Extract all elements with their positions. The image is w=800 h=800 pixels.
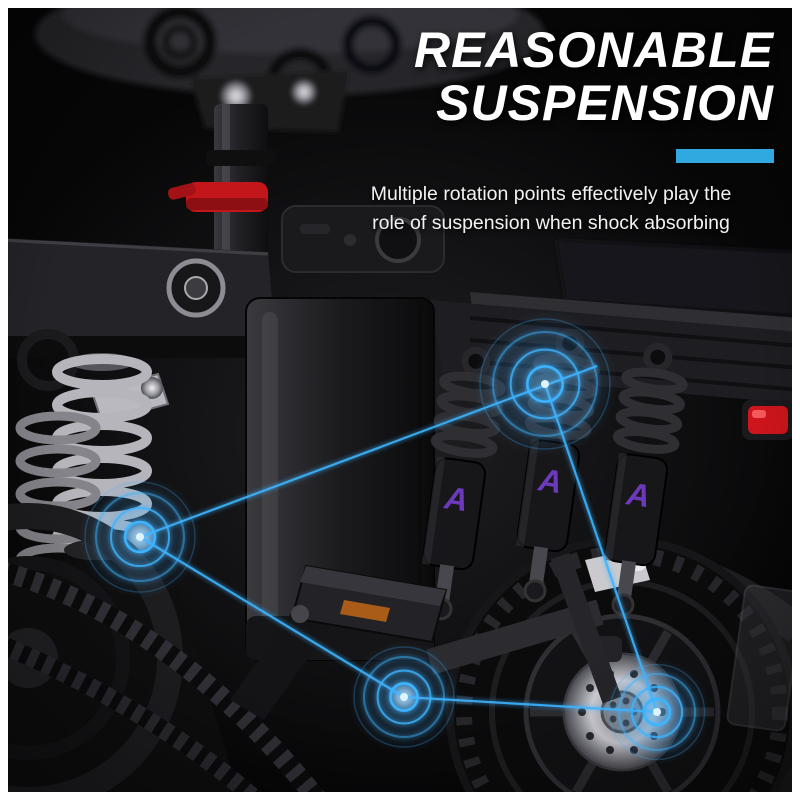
headline-line-2: SUSPENSION	[436, 75, 774, 131]
rotation-point	[78, 475, 202, 599]
subheadline: Multiple rotation points effectively pla…	[314, 180, 788, 239]
rotation-point	[348, 641, 460, 753]
rotation-point	[472, 311, 618, 457]
headline: REASONABLE SUSPENSION	[414, 24, 774, 130]
subheadline-line-1: Multiple rotation points effectively pla…	[370, 183, 732, 205]
accent-bar	[676, 149, 774, 163]
headline-line-1: REASONABLE	[413, 22, 774, 78]
subheadline-line-2: role of suspension when shock absorbing	[372, 212, 730, 235]
rotation-point	[603, 658, 711, 766]
